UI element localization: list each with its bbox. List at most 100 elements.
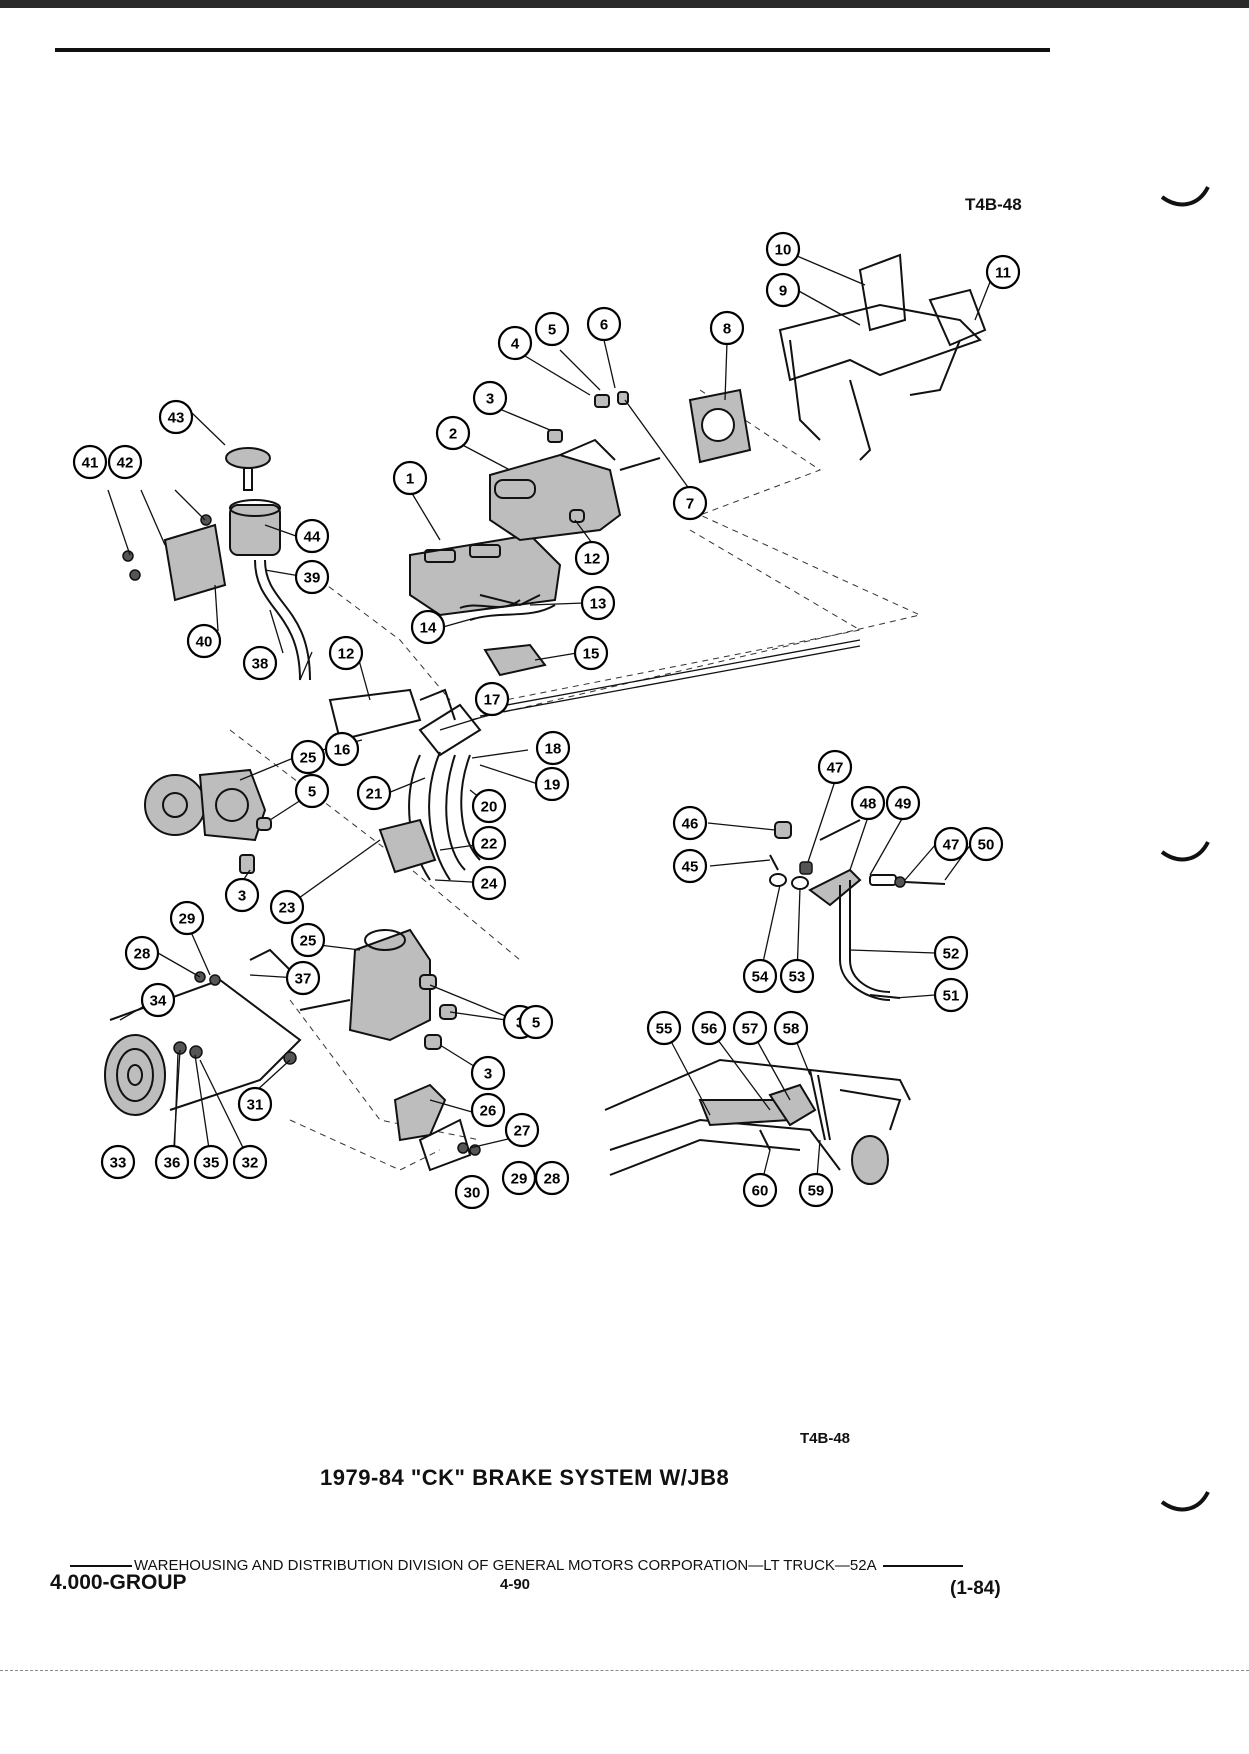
callout-label: 41 <box>82 455 99 472</box>
callout-leaders <box>107 255 991 1191</box>
callout-1: 1 <box>392 460 428 496</box>
callout-label: 43 <box>168 410 185 427</box>
callout-3: 3 <box>470 1055 506 1091</box>
callout-label: 44 <box>304 529 321 546</box>
callout-3: 3 <box>224 877 260 913</box>
callout-33: 33 <box>100 1144 136 1180</box>
callout-label: 39 <box>304 570 321 587</box>
callout-label: 48 <box>860 796 877 813</box>
callout-label: 12 <box>338 646 355 663</box>
callout-28: 28 <box>124 935 160 971</box>
callout-label: 33 <box>110 1155 127 1172</box>
callout-label: 42 <box>117 455 134 472</box>
callout-32: 32 <box>232 1144 268 1180</box>
callout-label: 22 <box>481 836 498 853</box>
callout-3: 3 <box>472 380 508 416</box>
callout-17: 17 <box>474 681 510 717</box>
callout-45: 45 <box>672 848 708 884</box>
callout-11: 11 <box>985 254 1021 290</box>
callout-label: 21 <box>366 786 383 803</box>
callout-6: 6 <box>586 306 622 342</box>
callout-label: 32 <box>242 1155 259 1172</box>
master-cylinder-assembly <box>409 391 661 617</box>
callout-10: 10 <box>765 231 801 267</box>
callout-label: 47 <box>943 837 960 854</box>
binder-hole-mark-top <box>1160 185 1210 207</box>
callout-label: 46 <box>682 816 699 833</box>
callout-34: 34 <box>140 982 176 1018</box>
callout-label: 24 <box>481 876 498 893</box>
chassis-frame-view <box>604 1058 911 1185</box>
callout-47: 47 <box>933 826 969 862</box>
callout-24: 24 <box>471 865 507 901</box>
callout-58: 58 <box>773 1010 809 1046</box>
callout-36: 36 <box>154 1144 190 1180</box>
callout-21: 21 <box>356 775 392 811</box>
callout-label: 3 <box>484 1066 492 1083</box>
callout-8: 8 <box>709 310 745 346</box>
callout-label: 28 <box>544 1171 561 1188</box>
callout-5: 5 <box>518 1004 554 1040</box>
callout-9: 9 <box>765 272 801 308</box>
callout-label: 35 <box>203 1155 220 1172</box>
callout-label: 3 <box>238 888 246 905</box>
callout-35: 35 <box>193 1144 229 1180</box>
callout-label: 5 <box>532 1015 540 1032</box>
callout-label: 9 <box>779 283 787 300</box>
figure-tag-bottom: T4B-48 <box>800 1430 851 1447</box>
callout-label: 7 <box>686 496 694 513</box>
callout-15: 15 <box>573 635 609 671</box>
callout-52: 52 <box>933 935 969 971</box>
callout-label: 50 <box>978 837 995 854</box>
callout-12: 12 <box>328 635 364 671</box>
callout-47: 47 <box>817 749 853 785</box>
callout-29: 29 <box>169 900 205 936</box>
callout-16: 16 <box>324 731 360 767</box>
callout-28: 28 <box>534 1160 570 1196</box>
callout-18: 18 <box>535 730 571 766</box>
callout-label: 27 <box>514 1123 531 1140</box>
callout-label: 16 <box>334 742 351 759</box>
callout-label: 18 <box>545 741 562 758</box>
callout-20: 20 <box>471 788 507 824</box>
callout-38: 38 <box>242 645 278 681</box>
callout-label: 49 <box>895 796 912 813</box>
callout-label: 1 <box>406 471 414 488</box>
callout-label: 5 <box>308 784 316 801</box>
callout-label: 4 <box>511 336 520 353</box>
callout-26: 26 <box>470 1092 506 1128</box>
callout-label: 29 <box>179 911 196 928</box>
callout-label: 26 <box>480 1103 497 1120</box>
callout-label: 2 <box>449 426 457 443</box>
callout-label: 30 <box>464 1185 481 1202</box>
callout-25: 25 <box>290 922 326 958</box>
callout-label: 28 <box>134 946 151 963</box>
callout-5: 5 <box>534 311 570 347</box>
callout-39: 39 <box>294 559 330 595</box>
booster-gasket <box>688 388 752 464</box>
header-rule <box>55 48 1050 52</box>
callout-13: 13 <box>580 585 616 621</box>
callout-label: 59 <box>808 1183 825 1200</box>
callout-label: 10 <box>775 242 792 259</box>
callout-51: 51 <box>933 977 969 1013</box>
callout-label: 13 <box>590 596 607 613</box>
callout-42: 42 <box>107 444 143 480</box>
callout-44: 44 <box>294 518 330 554</box>
callout-label: 23 <box>279 900 296 917</box>
callout-5: 5 <box>294 773 330 809</box>
callout-label: 31 <box>247 1097 264 1114</box>
callout-55: 55 <box>646 1010 682 1046</box>
callout-54: 54 <box>742 958 778 994</box>
combination-valve <box>459 599 556 677</box>
callout-31: 31 <box>237 1086 273 1122</box>
callout-label: 11 <box>995 265 1011 282</box>
callout-48: 48 <box>850 785 886 821</box>
callout-label: 15 <box>583 646 600 663</box>
callout-label: 55 <box>656 1021 673 1038</box>
callout-label: 58 <box>783 1021 800 1038</box>
footer-division-text: WAREHOUSING AND DISTRIBUTION DIVISION OF… <box>134 1557 877 1574</box>
callout-41: 41 <box>72 444 108 480</box>
callout-30: 30 <box>454 1174 490 1210</box>
callout-7: 7 <box>672 485 708 521</box>
